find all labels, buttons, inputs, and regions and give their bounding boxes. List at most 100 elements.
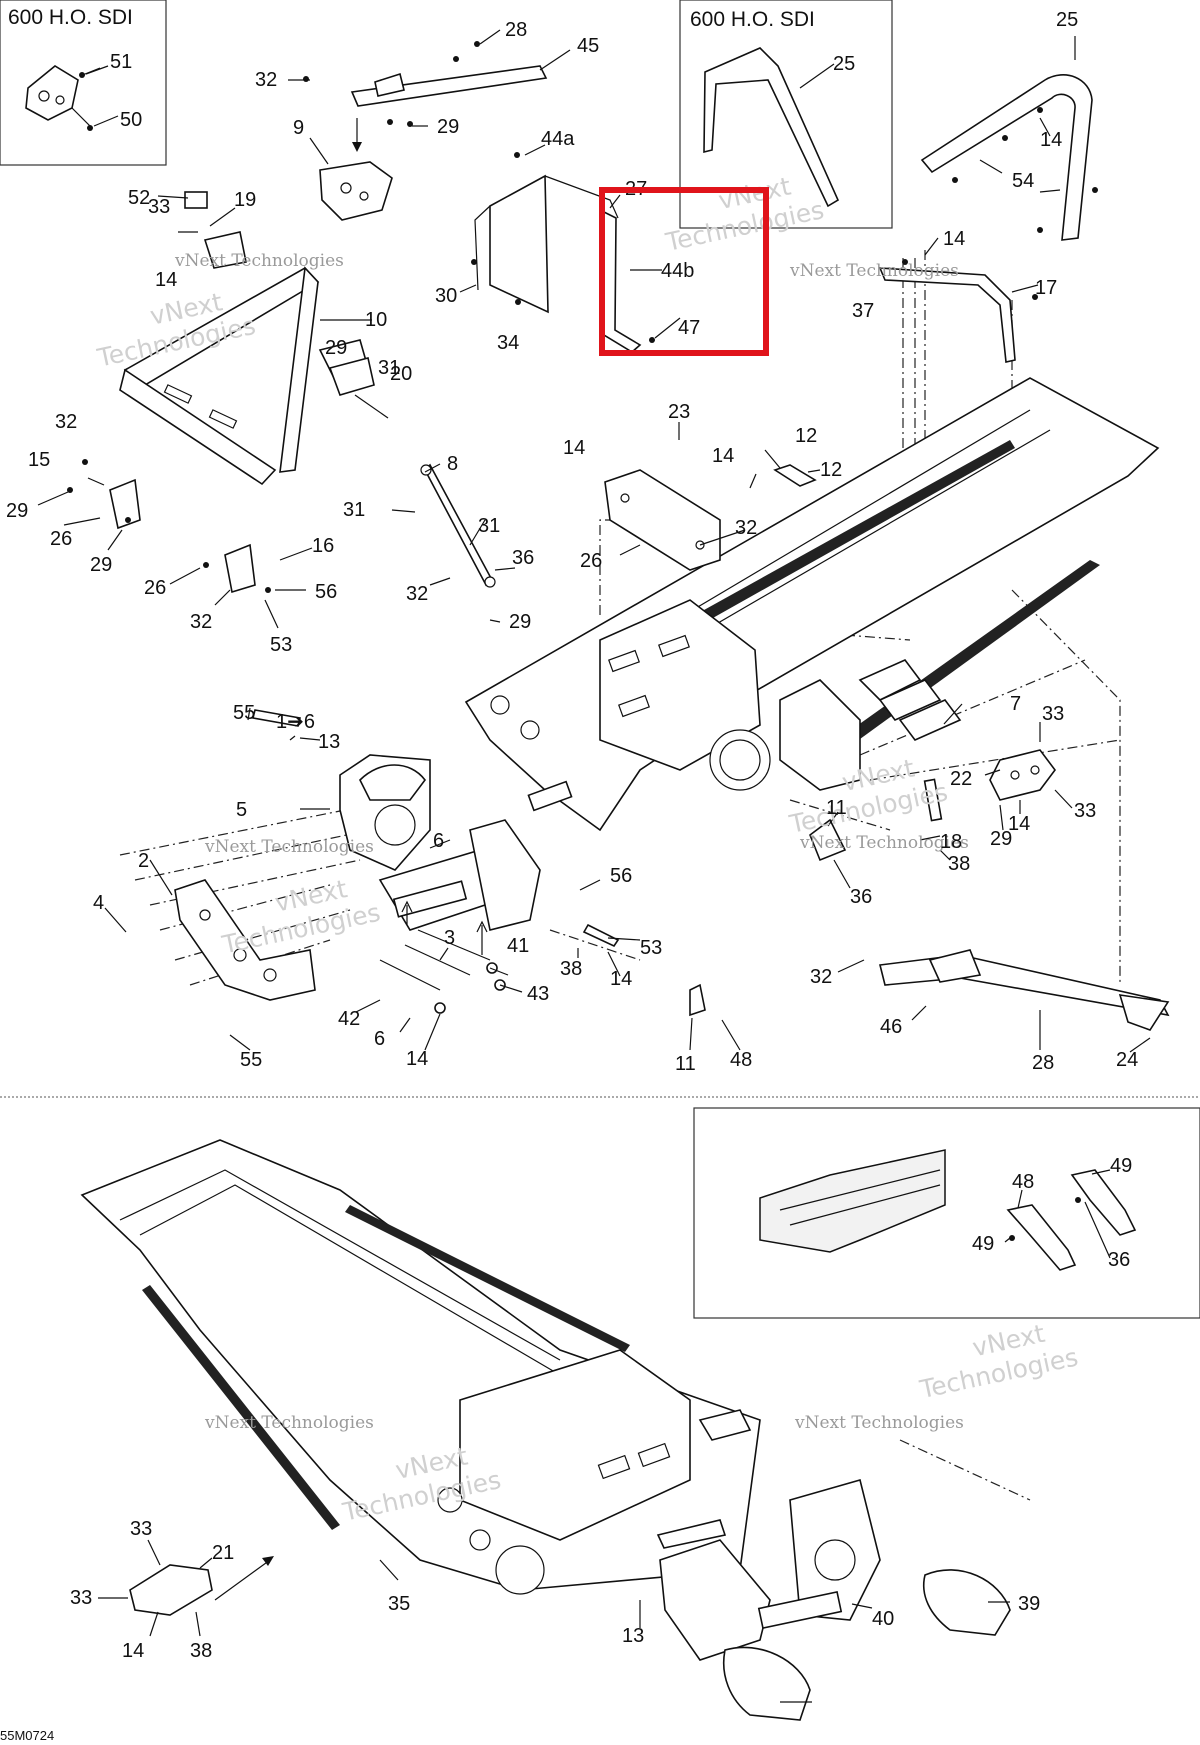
callout-73: 36 <box>850 886 872 908</box>
callout-86: 49 <box>1110 1155 1132 1177</box>
callout-26: 37 <box>852 300 874 322</box>
callout-2: 32 <box>255 69 277 91</box>
callout-95: 13 <box>622 1625 644 1647</box>
rail-54 <box>878 259 1038 363</box>
callout-46: 16 <box>312 535 334 557</box>
bracket-1-6 <box>339 754 431 871</box>
callout-85: 48 <box>1012 1171 1034 1193</box>
callout-49: 56 <box>315 581 337 603</box>
skid-39-40 <box>723 1569 1011 1721</box>
part-53 <box>252 709 620 948</box>
callout-55: 6 <box>433 830 444 852</box>
callout-11: 10 <box>365 309 387 331</box>
callout-58: 3 <box>444 927 455 949</box>
callout-92: 14 <box>122 1640 144 1662</box>
drawing-code: 55M0724 <box>0 1728 54 1743</box>
watermark-text-small: vNext Technologies <box>204 837 374 857</box>
part-23 <box>773 464 817 487</box>
callout-29: 14 <box>563 437 585 459</box>
bracket-13-lower <box>659 1479 881 1661</box>
callout-8: 19 <box>234 189 256 211</box>
callout-66: 53 <box>640 937 662 959</box>
callout-17: 44a <box>541 128 575 150</box>
callout-3: 29 <box>437 116 459 138</box>
callout-96: 40 <box>872 1608 894 1630</box>
bracket-44a <box>471 152 655 353</box>
plate-5 <box>174 879 316 1001</box>
callout-84: 48 <box>730 1049 752 1071</box>
frame-10 <box>119 191 369 486</box>
bracket-44b <box>703 47 840 208</box>
callout-64: 55 <box>240 1049 262 1071</box>
part-18 <box>809 818 847 862</box>
part-7 <box>923 778 943 822</box>
callout-48: 32 <box>190 611 212 633</box>
part-24 <box>689 983 706 1017</box>
callout-80: 46 <box>880 1016 902 1038</box>
callout-34: 26 <box>580 550 602 572</box>
watermark-text-small: vNext Technologies <box>789 261 959 281</box>
callout-14: 30 <box>435 285 457 307</box>
inset-title-left: 600 H.O. SDI <box>8 6 133 29</box>
inset-box-center <box>679 0 893 229</box>
callout-20: 47 <box>678 317 700 339</box>
callout-28: 23 <box>668 401 690 423</box>
bracket-20 <box>328 357 375 396</box>
callout-10: 14 <box>155 269 177 291</box>
callout-63: 14 <box>406 1048 428 1070</box>
callout-82: 24 <box>1116 1049 1138 1071</box>
callout-59: 41 <box>507 935 529 957</box>
callout-47: 26 <box>144 577 166 599</box>
inset-box-lower <box>693 1107 1200 1319</box>
callout-75: 22 <box>950 768 972 790</box>
callout-32: 12 <box>820 459 842 481</box>
bar-46 <box>879 949 1170 1031</box>
callout-62: 6 <box>374 1028 385 1050</box>
callout-52: 1➔6 <box>276 711 315 733</box>
handle-47 <box>920 74 1098 241</box>
callout-30: 14 <box>712 445 734 467</box>
callout-40: 8 <box>447 453 458 475</box>
callout-12: 20 <box>390 363 412 385</box>
callout-35: 32 <box>55 411 77 433</box>
bracket-13 <box>378 819 541 931</box>
callout-65: 56 <box>610 865 632 887</box>
watermark-text-small: vNext Technologies <box>204 1413 374 1433</box>
callout-56: 2 <box>138 850 149 872</box>
callout-6: 50 <box>120 109 142 131</box>
callout-72: 38 <box>948 853 970 875</box>
callout-76: 14 <box>1008 813 1030 835</box>
chassis-lower <box>80 1139 761 1595</box>
bracket-16 <box>203 543 271 594</box>
callout-44: 32 <box>406 583 428 605</box>
chassis-upper <box>464 377 1160 832</box>
inset-box-left <box>0 0 167 166</box>
part-22 <box>989 749 1056 801</box>
callout-16: 34 <box>497 332 519 354</box>
leader-lines <box>37 29 1151 1703</box>
callout-7: 52 <box>128 187 150 209</box>
callout-31: 12 <box>795 425 817 447</box>
callout-37: 29 <box>6 500 28 522</box>
callout-83: 11 <box>675 1053 696 1075</box>
bracket-51-50 <box>25 65 101 131</box>
watermark-text-small: vNext Technologies <box>174 251 344 271</box>
callout-60: 43 <box>527 983 549 1005</box>
callout-0: 28 <box>505 19 527 41</box>
callout-68: 14 <box>610 968 632 990</box>
callout-45: 29 <box>509 611 531 633</box>
callout-51: 55 <box>233 702 255 724</box>
highlight-box <box>599 187 769 356</box>
callout-19: 44b <box>661 260 694 282</box>
callout-79: 32 <box>810 966 832 988</box>
callout-91: 33 <box>70 1587 92 1609</box>
callout-42: 31 <box>478 515 500 537</box>
callout-89: 33 <box>130 1518 152 1540</box>
callout-21: 25 <box>833 53 855 75</box>
part-21 <box>129 1556 274 1616</box>
callout-87: 49 <box>972 1233 994 1255</box>
callout-90: 21 <box>212 1542 234 1564</box>
callout-23: 14 <box>1040 129 1062 151</box>
